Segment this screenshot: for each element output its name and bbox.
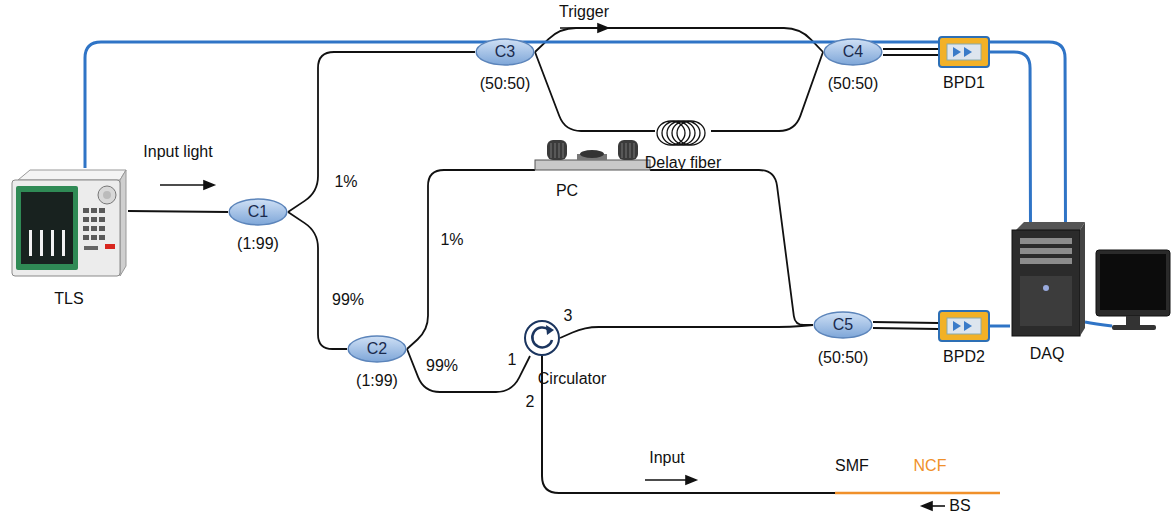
edge-label: Trigger: [557, 3, 611, 21]
optical-fiber: [288, 52, 475, 212]
daq-computer: DAQ: [1010, 228, 1085, 338]
optical-fiber: [535, 28, 823, 52]
coupler: C5(50:50): [813, 311, 873, 339]
label-holder: C3: [475, 38, 535, 66]
coupler: C1(1:99): [228, 198, 288, 226]
optical-fiber: [873, 322, 938, 329]
direction-label: Input: [649, 449, 685, 467]
polarization-controller: PC: [535, 140, 650, 174]
node-label: BPD2: [943, 348, 985, 366]
coupler-name: C1: [248, 203, 268, 221]
coupler: C4(50:50): [823, 38, 883, 66]
split-ratio: (50:50): [480, 75, 531, 93]
node-label: TLS: [54, 290, 83, 308]
optical-fiber: [128, 211, 228, 212]
monitor-cable: [1085, 322, 1112, 326]
port-number: 2: [526, 393, 535, 411]
fiber-label: SMF: [835, 457, 869, 475]
split-ratio: (50:50): [818, 349, 869, 367]
edge-label: 99%: [424, 357, 460, 375]
coupler: C2(1:99): [347, 335, 407, 363]
laser-source: TLS: [10, 168, 128, 278]
circulator-shape: [524, 320, 560, 356]
label-holder: C2: [347, 335, 407, 363]
node-label: Delay fiber: [645, 154, 721, 172]
photodetector: BPD1: [938, 36, 990, 68]
label-holder: C1: [228, 198, 288, 226]
edge-label: 1%: [332, 173, 359, 191]
photodetector-shape: [938, 36, 990, 68]
coupler-name: C4: [843, 43, 863, 61]
node-label: Circulator: [538, 370, 606, 388]
optical-fiber: [711, 52, 823, 131]
optical-fiber: [883, 49, 938, 55]
optical-fiber: [560, 325, 813, 338]
delay-fiber-coil-shape: [655, 115, 711, 147]
optical-fiber: [650, 170, 813, 325]
coupler-name: C3: [495, 43, 515, 61]
coupler: C3(50:50): [475, 38, 535, 66]
port-number: 3: [564, 307, 573, 325]
optical-fiber: [288, 212, 347, 349]
split-ratio: (50:50): [828, 75, 879, 93]
optical-fiber: [407, 170, 535, 349]
label-holder: C4: [823, 38, 883, 66]
optical-fiber: [407, 349, 530, 392]
circulator: Circulator: [524, 320, 560, 356]
edge-label: Input light: [141, 143, 214, 161]
polarization-controller-shape: [535, 140, 650, 174]
port-number: 1: [508, 351, 517, 369]
signal-label: BS: [949, 497, 970, 515]
ncf-fiber: [835, 492, 1000, 495]
photodetector: BPD2: [938, 310, 990, 342]
signal-cable: [85, 42, 1066, 228]
node-label: DAQ: [1030, 345, 1065, 363]
laser-source-shape: [10, 168, 128, 278]
node-label: BPD1: [943, 74, 985, 92]
split-ratio: (1:99): [356, 372, 398, 390]
coupler-name: C2: [367, 340, 387, 358]
delay-fiber-coil: Delay fiber: [655, 115, 711, 147]
edge-label: 99%: [330, 291, 366, 309]
split-ratio: (1:99): [237, 235, 279, 253]
coupler-name: C5: [833, 316, 853, 334]
signal-cable: [990, 326, 1010, 327]
label-holder: C5: [813, 311, 873, 339]
node-label: PC: [556, 182, 578, 200]
edge-label: 1%: [438, 231, 465, 249]
monitor: [1096, 250, 1170, 330]
photodetector-shape: [938, 310, 990, 342]
optical-fiber: [535, 52, 655, 131]
fiber-label: NCF: [914, 457, 947, 475]
direction-arrows: [160, 24, 945, 510]
daq-computer-shape: [1010, 228, 1085, 338]
signal-cable: [990, 52, 1031, 228]
